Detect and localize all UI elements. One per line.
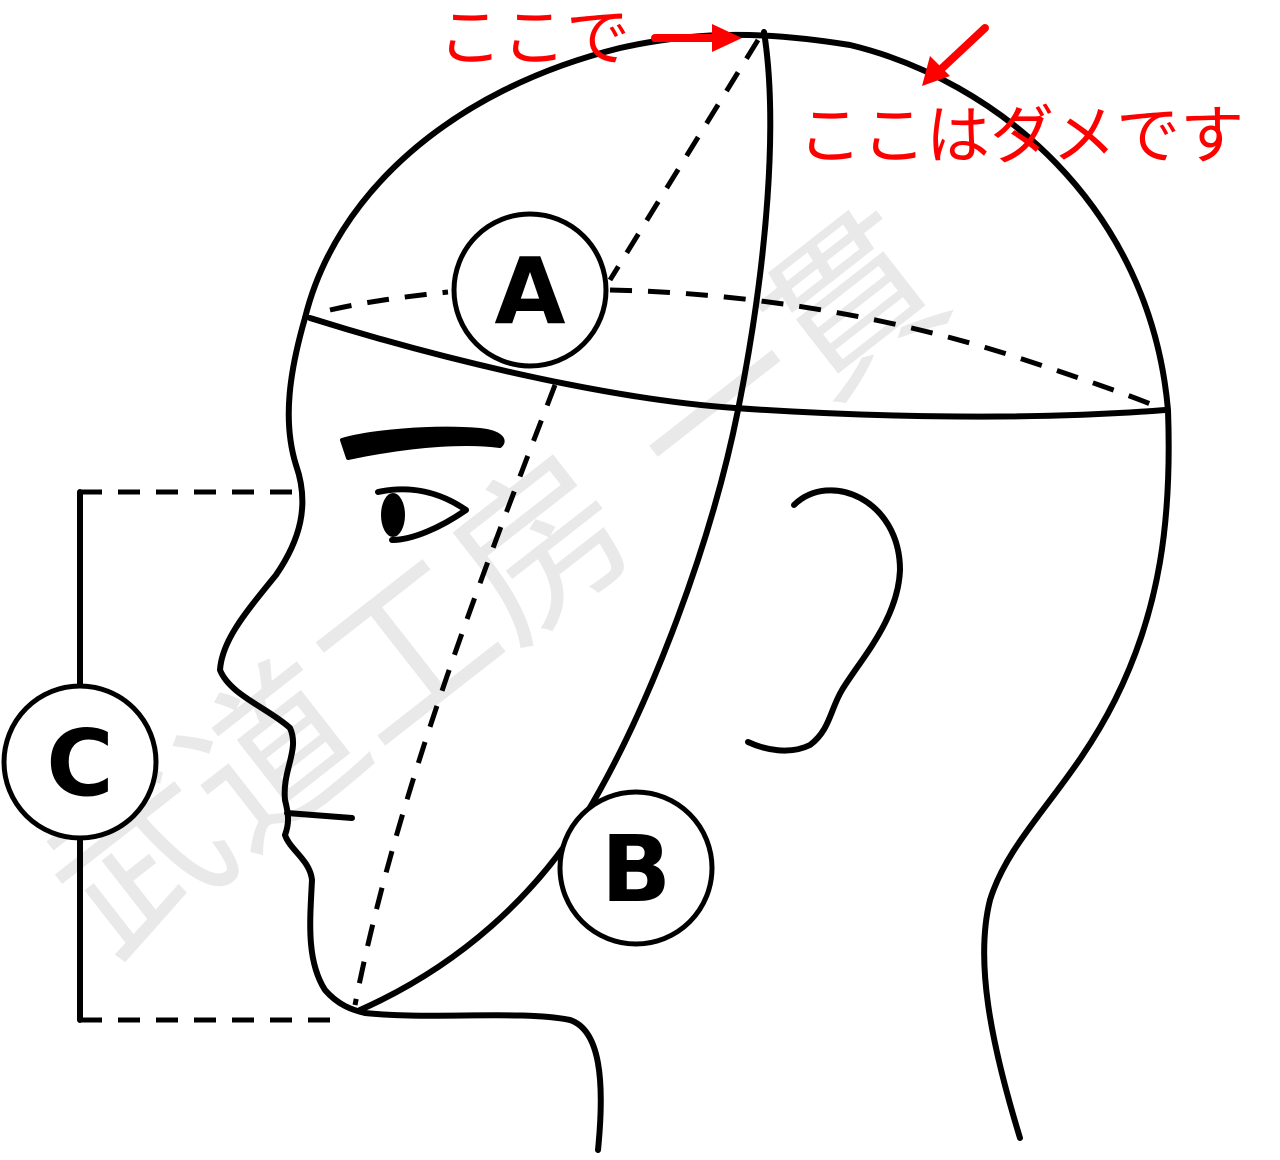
here-arrowhead: [712, 24, 742, 52]
crown-to-chin-dashed-lower: [352, 384, 558, 1006]
head-band-back-dashed: [329, 287, 1166, 413]
mouth: [284, 810, 355, 821]
marker-c: C: [1, 683, 159, 841]
crown-to-chin-dashed: [607, 38, 761, 282]
head-band-line: [307, 315, 1168, 420]
eye: [375, 486, 469, 543]
head-outline: [302, 31, 1172, 1141]
face-profile: [217, 315, 368, 1016]
marker-c-label: C: [46, 710, 114, 817]
ear: [745, 487, 903, 754]
marker-a: A: [451, 211, 609, 369]
eye-pupil: [381, 493, 405, 537]
crown-to-jaw-line: [357, 29, 774, 1013]
eyebrow: [340, 426, 505, 460]
neck-front: [362, 1010, 604, 1153]
not-here-arrowhead: [922, 56, 950, 86]
marker-a-label: A: [494, 238, 565, 345]
marker-b: B: [557, 789, 715, 947]
marker-b-label: B: [601, 816, 671, 923]
not-here-arrow: [934, 24, 989, 76]
here-label: ここで: [438, 2, 630, 76]
not-here-label: ここはダメです: [798, 100, 1244, 174]
